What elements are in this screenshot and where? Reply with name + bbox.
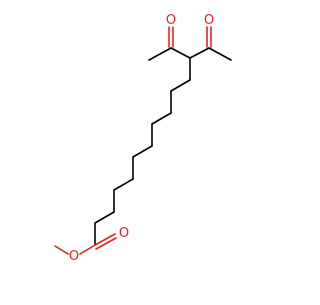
bond-chain-8 — [113, 178, 134, 191]
bond-c-acetyl1-branch — [170, 47, 191, 59]
bond-carbonyl-c-o3-b — [95, 237, 117, 250]
atom-oxygen-carbonyl: O — [119, 226, 129, 241]
skeletal-structure-canvas: O O O O — [54, 13, 232, 264]
bond-chain-2 — [170, 79, 191, 92]
molecule-drawing: O O O O — [54, 13, 232, 264]
atom-oxygen-ester: O — [69, 249, 79, 264]
bond-o4-methyl — [54, 245, 69, 255]
bond-ester-c-o4 — [79, 244, 96, 255]
atom-oxygen-acetyl1: O — [166, 13, 176, 28]
bond-carbonyl-c-o3-a — [94, 233, 116, 246]
bond-chain-10 — [94, 211, 115, 224]
bond-methyl-c-acetyl1 — [148, 47, 172, 61]
atom-oxygen-acetyl2: O — [204, 13, 214, 28]
bond-chain-6 — [132, 145, 153, 158]
bond-c-acetyl2-methyl — [208, 47, 232, 61]
bond-branch-c-acetyl2 — [189, 47, 210, 59]
bond-chain-4 — [151, 112, 172, 125]
